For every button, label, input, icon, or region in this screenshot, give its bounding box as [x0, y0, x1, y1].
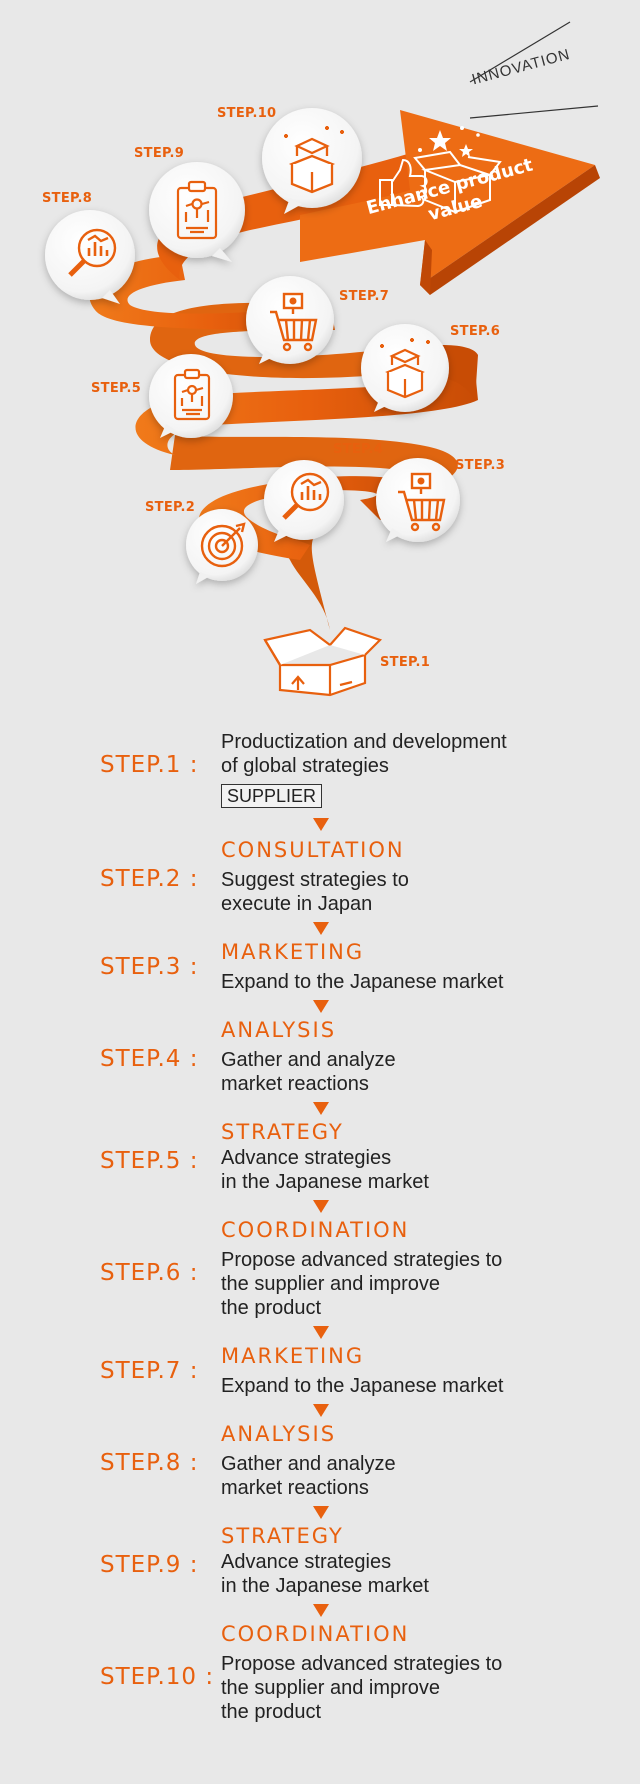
step-5-clipboard-chart-icon: [173, 368, 211, 421]
open-box-icon: [413, 150, 502, 214]
step-4-category: ANALYSIS: [221, 1018, 337, 1042]
step-5-category: STRATEGY: [221, 1120, 344, 1144]
step-9-label: STEP.9 :: [100, 1552, 199, 1578]
diagram-tag-step-1: STEP.1: [380, 655, 431, 670]
step-7-label: STEP.7 :: [100, 1358, 199, 1384]
step-10-description: Propose advanced strategies to the suppl…: [221, 1653, 503, 1723]
arrow-down-icon: [313, 1506, 329, 1519]
step-5-label: STEP.5 :: [100, 1148, 199, 1174]
step-4-label: STEP.4 :: [100, 1046, 199, 1072]
step-8-label: STEP.8 :: [100, 1450, 199, 1476]
diagram-tag-step-8: STEP.8: [42, 191, 93, 206]
step-6-cubes-icon: [380, 338, 430, 399]
innovation-line-top: [469, 21, 571, 83]
step-9-description: Advance strategies in the Japanese marke…: [221, 1551, 429, 1597]
diagram-tag-step-4: STEP.4: [333, 442, 384, 457]
step-3-description: Expand to the Japanese market: [221, 971, 504, 993]
step-7-category: MARKETING: [221, 1344, 365, 1368]
diagram-tag-step-10: STEP.10: [217, 106, 277, 121]
step-1-box-icon: [263, 626, 383, 697]
innovation-line-bottom: [469, 105, 599, 119]
step-5-description: Advance strategies in the Japanese marke…: [221, 1147, 429, 1193]
step-6-label: STEP.6 :: [100, 1260, 199, 1286]
spiral-graphic: [45, 21, 600, 697]
arrow-down-icon: [313, 818, 329, 831]
arrow-down-icon: [313, 1326, 329, 1339]
step-2-label: STEP.2 :: [100, 866, 199, 892]
arrow-down-icon: [313, 1604, 329, 1617]
step-3-category: MARKETING: [221, 940, 365, 964]
spiral-diagram: INNOVATION Enhance product value STEP.1 …: [0, 0, 640, 700]
step-4-description: Gather and analyze market reactions: [221, 1049, 396, 1095]
step-3-label: STEP.3 :: [100, 954, 199, 980]
step-2-category: CONSULTATION: [221, 838, 405, 862]
step-10-cubes-icon: [284, 126, 344, 194]
arrow-down-icon: [313, 1102, 329, 1115]
step-7-description: Expand to the Japanese market: [221, 1375, 504, 1397]
diagram-tag-step-6: STEP.6: [450, 324, 501, 339]
supplier-badge: SUPPLIER: [221, 784, 323, 808]
step-8-description: Gather and analyze market reactions: [221, 1453, 396, 1499]
step-10-label: STEP.10 :: [100, 1664, 215, 1690]
arrow-down-icon: [313, 1000, 329, 1013]
step-1-label: STEP.1 :: [100, 752, 199, 778]
diagram-tag-step-3: STEP.3: [455, 458, 506, 473]
step-8-magnifier-chart-icon: [68, 228, 117, 277]
diagram-tag-step-2: STEP.2: [145, 500, 196, 515]
diagram-tag-step-9: STEP.9: [134, 146, 185, 161]
step-3-cart-icon: [398, 472, 446, 532]
thumb-up-icon: [379, 158, 428, 208]
step-8-category: ANALYSIS: [221, 1422, 337, 1446]
step-6-description: Propose advanced strategies to the suppl…: [221, 1249, 503, 1319]
step-2-description: Suggest strategies to execute in Japan: [221, 869, 409, 915]
step-1-description: Productization and development of global…: [221, 731, 507, 777]
step-10-category: COORDINATION: [221, 1622, 410, 1646]
stars-icon: [418, 126, 480, 157]
step-7-cart-icon: [270, 292, 318, 352]
arrow-down-icon: [313, 922, 329, 935]
step-4-magnifier-chart-icon: [282, 472, 330, 520]
diagram-tag-step-5: STEP.5: [91, 381, 142, 396]
step-6-category: COORDINATION: [221, 1218, 410, 1242]
step-9-category: STRATEGY: [221, 1524, 344, 1548]
step-2-target-icon: [200, 522, 246, 568]
step-9-clipboard-chart-icon: [176, 180, 218, 240]
diagram-tag-step-7: STEP.7: [339, 289, 390, 304]
arrow-down-icon: [313, 1404, 329, 1417]
arrow-down-icon: [313, 1200, 329, 1213]
